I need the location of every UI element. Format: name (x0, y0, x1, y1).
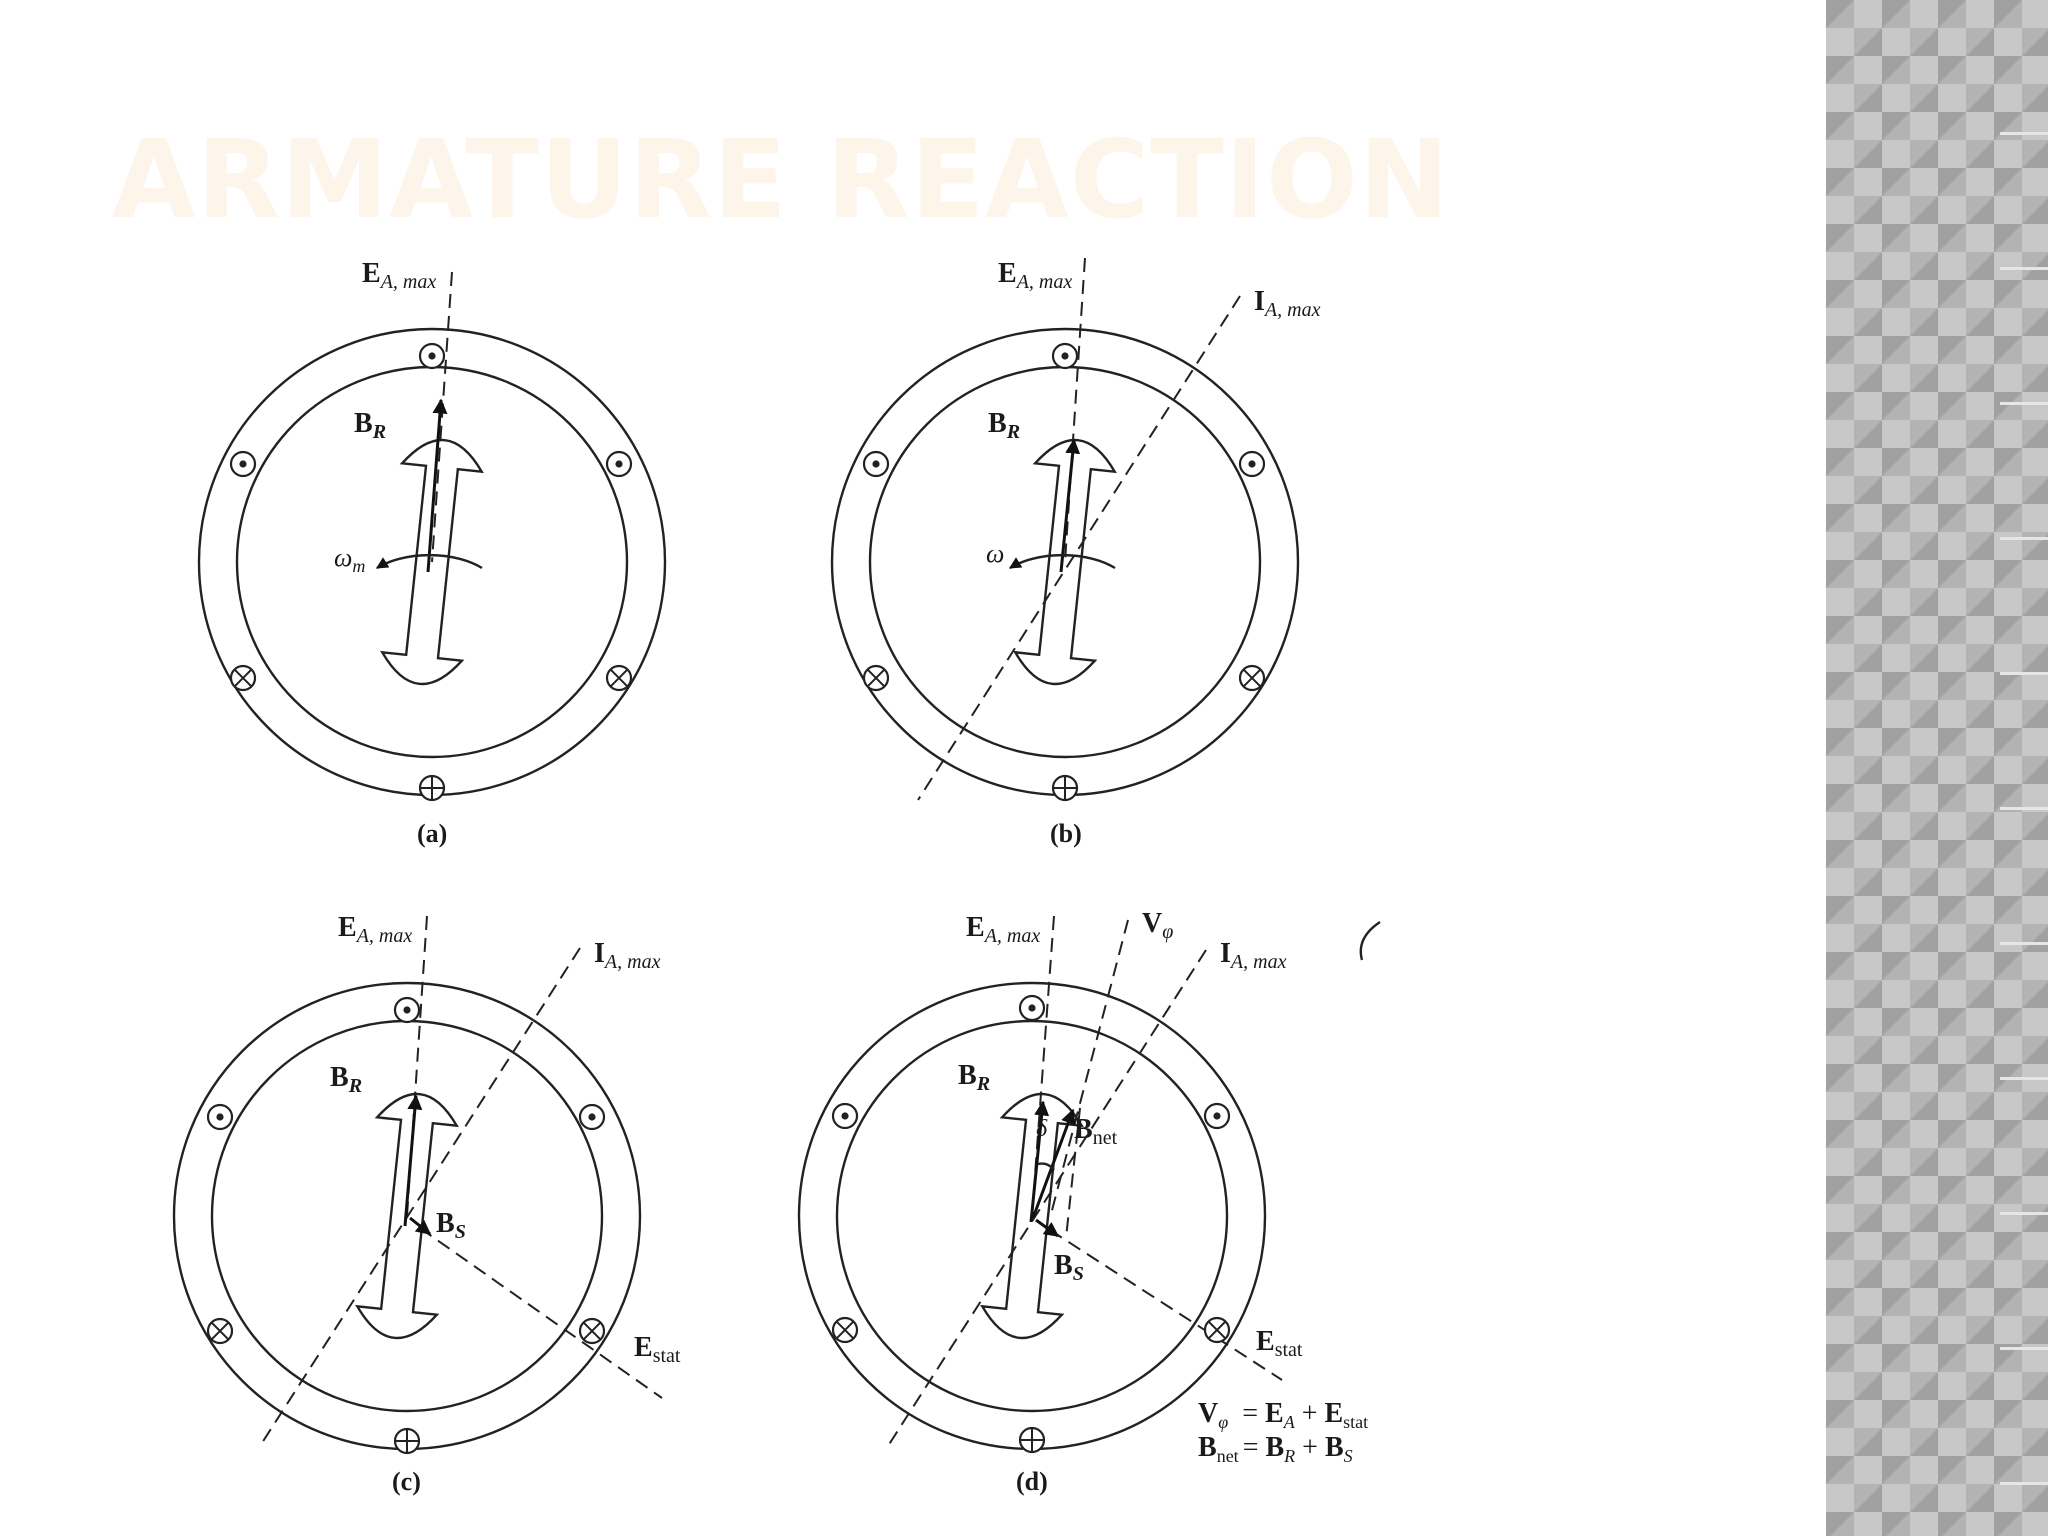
caption-c: (c) (392, 1467, 421, 1496)
ia-max-axis (917, 295, 1241, 801)
conductor-dot-left (831, 1102, 859, 1130)
ea-max-label: EA, max (338, 912, 412, 947)
conductor-dot-top (1018, 994, 1046, 1022)
omega-label: ω (986, 539, 1004, 568)
conductor-dot-right (605, 450, 633, 478)
bnet-vector (1031, 1108, 1076, 1219)
conductor-cross-right (1203, 1316, 1231, 1344)
ia-max-label: IA, max (1254, 286, 1321, 321)
conductor-dot-left (862, 450, 890, 478)
delta-label: δ (1036, 1116, 1048, 1142)
equation-vphi: Vφ= EA + Estat (1198, 1398, 1368, 1432)
conductor-plus-bottom (1051, 774, 1079, 802)
bs-vector (409, 1216, 432, 1236)
ea-max-label: EA, max (966, 912, 1040, 947)
panel-d: EA, max Vφ IA, max BR δ Bnet BS Estat (d… (797, 908, 1381, 1496)
conductor-dot-right (1203, 1102, 1231, 1130)
stator-inner (868, 365, 1262, 759)
equation-bnet: Bnet= BR + BS (1198, 1432, 1353, 1466)
conductor-dot-right (578, 1103, 606, 1131)
rotation-arrow (375, 553, 483, 570)
stray-paren-mark (1359, 921, 1381, 961)
ia-max-label: IA, max (1220, 938, 1287, 973)
ea-max-axis (431, 271, 453, 563)
estat-label: Estat (1256, 1326, 1303, 1361)
conductor-dot-top (418, 342, 446, 370)
panel-a: EA, max BR ωm (a) (197, 258, 667, 848)
conductor-dot-top (1051, 342, 1079, 370)
br-label: BR (958, 1060, 990, 1095)
caption-d: (d) (1016, 1467, 1048, 1496)
omega-m-label: ωm (334, 543, 365, 576)
conductor-dot-left (229, 450, 257, 478)
equations: Vφ= EA + Estat Bnet= BR + BS (1198, 1398, 1368, 1466)
conductor-plus-bottom (1018, 1426, 1046, 1454)
conductor-cross-left (206, 1317, 234, 1345)
slide-title: ARMATURE REACTION (112, 118, 1451, 243)
bnet-label: Bnet (1074, 1114, 1118, 1149)
vphi-label: Vφ (1142, 908, 1173, 943)
conductor-cross-left (229, 664, 257, 692)
conductor-dot-right (1238, 450, 1266, 478)
conductor-dot-left (206, 1103, 234, 1131)
bs-vector (1035, 1218, 1060, 1238)
br-label: BR (330, 1062, 362, 1097)
ea-max-label: EA, max (362, 258, 436, 293)
bs-label: BS (1054, 1250, 1084, 1285)
delta-arc (1037, 1162, 1055, 1171)
estat-axis (419, 1227, 663, 1399)
panel-b: EA, max IA, max BR ω (b) (830, 257, 1321, 848)
br-vector (1029, 1100, 1050, 1223)
stator-outer (830, 327, 1300, 797)
estat-label: Estat (634, 1332, 681, 1367)
br-vector (403, 1094, 423, 1227)
decorative-edge-marks (2000, 0, 2048, 1536)
conductor-plus-bottom (393, 1427, 421, 1455)
conductor-cross-right (1238, 664, 1266, 692)
br-vector (1059, 438, 1081, 573)
conductor-cross-right (578, 1317, 606, 1345)
estat-axis (1049, 1229, 1283, 1381)
vphi-axis (1049, 919, 1129, 1219)
ea-max-label: EA, max (998, 258, 1072, 293)
conductor-cross-right (605, 664, 633, 692)
caption-b: (b) (1050, 819, 1082, 848)
ea-max-axis (1064, 257, 1086, 563)
conductor-plus-bottom (418, 774, 446, 802)
bs-label: BS (436, 1208, 466, 1243)
ia-max-axis (259, 947, 581, 1447)
ia-max-label: IA, max (594, 938, 661, 973)
panel-c: EA, max IA, max BR BS Estat (c) (172, 912, 681, 1496)
br-vector (426, 398, 448, 573)
br-label: BR (354, 408, 386, 443)
conductor-dot-top (393, 996, 421, 1024)
ia-max-axis (887, 949, 1207, 1447)
caption-a: (a) (417, 819, 447, 848)
br-label: BR (988, 408, 1020, 443)
rotation-arrow (1008, 553, 1116, 570)
conductor-cross-left (862, 664, 890, 692)
conductor-cross-left (831, 1316, 859, 1344)
